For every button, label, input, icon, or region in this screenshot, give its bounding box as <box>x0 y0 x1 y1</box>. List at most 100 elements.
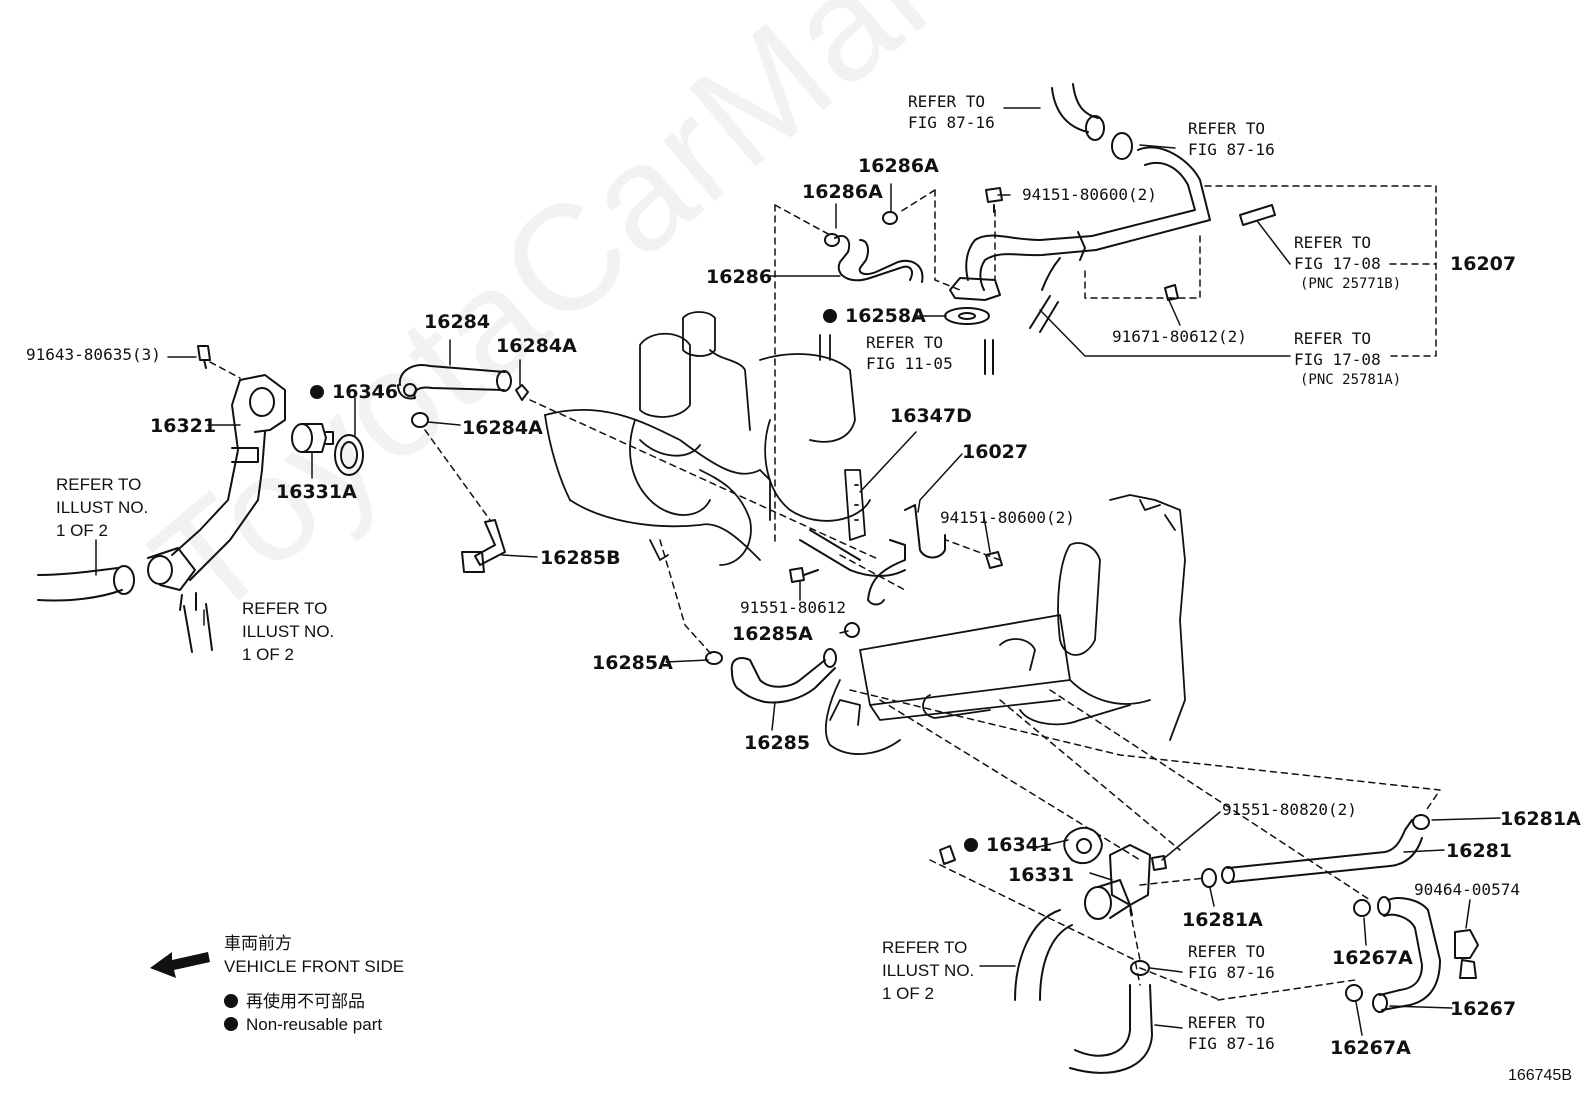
engine-block-center <box>544 311 871 566</box>
refer-line: REFER TO <box>1188 1013 1266 1032</box>
refer-fig-17-08-a[interactable]: REFER TO FIG 17-08 (PNC 25771B) <box>1294 232 1401 295</box>
figure-id: 166745B <box>1507 1067 1572 1084</box>
refer-illust-1-of-2-a[interactable]: REFER TO ILLUST NO. 1 OF 2 <box>56 473 148 542</box>
part-label-16284A[interactable]: 16284A <box>496 335 577 357</box>
part-label-16281A[interactable]: 16281A <box>1500 808 1581 830</box>
refer-fig-87-16-c[interactable]: REFER TO FIG 87-16 <box>1188 941 1275 983</box>
nut-94151-mid <box>985 551 1003 569</box>
bolt-91551-80820 <box>1151 855 1167 871</box>
part-number: 16341 <box>986 834 1053 856</box>
refer-line: 1 OF 2 <box>56 521 108 540</box>
water-outlet-16321 <box>147 374 286 611</box>
part-label-16347D[interactable]: 16347D <box>890 405 972 427</box>
egr-pipe-16207 <box>949 83 1276 333</box>
refer-fig-87-16-a[interactable]: REFER TO FIG 87-16 <box>908 91 995 133</box>
guide-lines-center <box>209 361 1441 1001</box>
bolt-91551-80612 <box>789 567 819 583</box>
part-label-16258A[interactable]: 16258A <box>823 306 926 326</box>
part-label-16331A[interactable]: 16331A <box>276 481 357 503</box>
refer-line: FIG 87-16 <box>908 113 995 132</box>
part-number: 16346 <box>332 381 399 403</box>
refer-illust-1-of-2-b[interactable]: REFER TO ILLUST NO. 1 OF 2 <box>242 597 334 666</box>
part-label-16286A[interactable]: 16286A <box>802 181 883 203</box>
refer-line: REFER TO <box>1294 233 1372 252</box>
legend-text: Non-reusable part <box>246 1015 383 1034</box>
part-label-16321[interactable]: 16321 <box>150 415 217 437</box>
leaders-center <box>95 339 1501 1036</box>
thermostat-16331A <box>291 423 334 453</box>
part-label-16207[interactable]: 16207 <box>1450 253 1517 275</box>
part-label-16331[interactable]: 16331 <box>1008 864 1075 886</box>
non-reusable-dot-icon <box>224 1017 238 1031</box>
part-label-16286[interactable]: 16286 <box>706 266 773 288</box>
bolt-label-91551-80820[interactable]: 91551-80820(2) <box>1222 800 1357 819</box>
part-label-16286A[interactable]: 16286A <box>858 155 939 177</box>
bolt-label-90464-00574[interactable]: 90464-00574 <box>1414 880 1520 899</box>
bolt-label-91551-80612[interactable]: 91551-80612 <box>740 598 846 617</box>
legend-text: 再使用不可部品 <box>246 992 365 1011</box>
part-label-16285B[interactable]: 16285B <box>540 547 621 569</box>
part-label-16346[interactable]: 16346 <box>310 382 398 402</box>
part-number: 16258A <box>845 305 926 327</box>
bolt-label-94151-80600-mid[interactable]: 94151-80600(2) <box>940 508 1075 527</box>
refer-line: ILLUST NO. <box>882 961 975 980</box>
part-label-16285A[interactable]: 16285A <box>732 623 813 645</box>
refer-line: REFER TO <box>882 938 968 957</box>
clip-90464 <box>1454 929 1479 979</box>
water-inlet-16331 <box>1084 844 1151 920</box>
part-label-16281[interactable]: 16281 <box>1446 840 1513 862</box>
guide-lines-upper-right <box>774 185 1437 546</box>
hose-lower-bottom <box>939 845 1153 1074</box>
refer-fig-87-16-b[interactable]: REFER TO FIG 87-16 <box>1188 118 1275 160</box>
legend: 車両前方 VEHICLE FRONT SIDE 再使用不可部品 Non-reus… <box>224 932 404 1036</box>
bolt-label-94151-80600[interactable]: 94151-80600(2) <box>1022 185 1157 204</box>
hose-lower-left <box>37 565 213 653</box>
refer-line: ILLUST NO. <box>56 498 149 517</box>
refer-line: FIG 17-08 <box>1294 350 1381 369</box>
refer-line: REFER TO <box>242 599 328 618</box>
part-label-16285[interactable]: 16285 <box>744 732 811 754</box>
refer-fig-11-05[interactable]: REFER TO FIG 11-05 <box>866 332 953 374</box>
clamp-16284A <box>411 384 529 428</box>
part-label-16281A[interactable]: 16281A <box>1182 909 1263 931</box>
non-reusable-dot-icon <box>823 309 837 323</box>
part-label-16267A[interactable]: 16267A <box>1330 1037 1411 1059</box>
part-label-16267[interactable]: 16267 <box>1450 998 1517 1020</box>
leaders-upper-right <box>767 107 1291 357</box>
bolt-label-91643-80635[interactable]: 91643-80635(3) <box>26 345 161 364</box>
refer-illust-1-of-2-c[interactable]: REFER TO ILLUST NO. 1 OF 2 <box>882 936 974 1005</box>
hose-16284 <box>397 364 512 400</box>
refer-line: 1 OF 2 <box>882 984 934 1003</box>
refer-line: REFER TO <box>866 333 944 352</box>
part-label-16341[interactable]: 16341 <box>964 835 1052 855</box>
refer-line: FIG 11-05 <box>866 354 953 373</box>
refer-line: FIG 87-16 <box>1188 1034 1275 1053</box>
part-label-16267A[interactable]: 16267A <box>1332 947 1413 969</box>
front-direction-arrow-icon <box>150 952 210 978</box>
refer-fig-17-08-b[interactable]: REFER TO FIG 17-08 (PNC 25781A) <box>1294 328 1401 391</box>
legend-nonreusable-en-row: Non-reusable part <box>224 1013 404 1036</box>
refer-line: REFER TO <box>908 92 986 111</box>
refer-line: REFER TO <box>1188 942 1266 961</box>
refer-line: (PNC 25781A) <box>1300 372 1402 388</box>
refer-line: REFER TO <box>56 475 142 494</box>
non-reusable-dot-icon <box>964 838 978 852</box>
part-label-16284[interactable]: 16284 <box>424 311 491 333</box>
part-label-16284A[interactable]: 16284A <box>462 417 543 439</box>
refer-line: ILLUST NO. <box>242 622 335 641</box>
non-reusable-dot-icon <box>224 994 238 1008</box>
part-label-16027[interactable]: 16027 <box>962 441 1029 463</box>
pipe-16027 <box>799 504 946 606</box>
bolt-91643 <box>197 345 211 369</box>
refer-line: REFER TO <box>1294 329 1372 348</box>
hose-16286 <box>824 211 924 283</box>
hose-16285 <box>705 622 860 704</box>
refer-line: FIG 87-16 <box>1188 140 1275 159</box>
legend-direction-jp: 車両前方 <box>224 934 292 953</box>
bolt-label-91671-80612[interactable]: 91671-80612(2) <box>1112 327 1247 346</box>
part-label-16285A[interactable]: 16285A <box>592 652 673 674</box>
refer-fig-87-16-d[interactable]: REFER TO FIG 87-16 <box>1188 1012 1275 1054</box>
gasket-16346 <box>334 434 364 476</box>
